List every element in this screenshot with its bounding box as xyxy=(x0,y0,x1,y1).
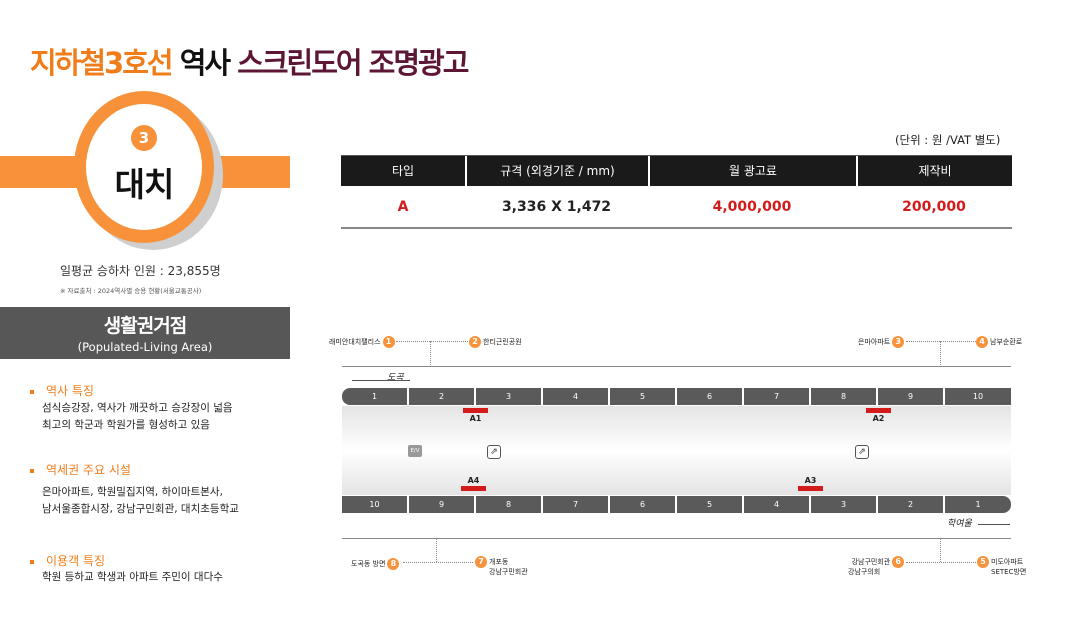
car-top-7: 7 xyxy=(744,388,809,405)
section-heading-facilities: 역세권 주요 시설 xyxy=(30,461,131,478)
section-heading-station-features: 역사 특징 xyxy=(30,382,94,399)
car-bottom-8: 8 xyxy=(476,496,541,513)
car-bottom-5: 5 xyxy=(677,496,742,513)
car-top-3: 3 xyxy=(476,388,541,405)
escalator-icon: ⇗ xyxy=(487,445,501,459)
cell-production-fee: 200,000 xyxy=(902,199,966,215)
connector xyxy=(940,538,941,562)
ad-position-a1 xyxy=(463,408,488,413)
direction-top-arrow xyxy=(352,380,410,381)
connector xyxy=(906,341,976,342)
table-header: 타입 규격 (외경기준 / mm) 월 광고료 제작비 xyxy=(341,155,1012,186)
car-bottom-4: 4 xyxy=(744,496,809,513)
ad-position-a3-label: A3 xyxy=(804,476,817,485)
ad-position-a1-label: A1 xyxy=(469,414,482,423)
car-top-8: 8 xyxy=(811,388,876,405)
car-top-5: 5 xyxy=(610,388,675,405)
title-station: 역사 xyxy=(179,46,231,80)
car-bottom-2: 2 xyxy=(878,496,943,513)
car-bottom-10: 10 xyxy=(342,496,407,513)
car-top-6: 6 xyxy=(677,388,742,405)
direction-bottom-label: 학여울 xyxy=(947,519,972,529)
car-bottom-3: 3 xyxy=(811,496,876,513)
data-source-note: ※ 자료출처 : 2024역사별 승용 현황(서울교통공사) xyxy=(60,287,202,295)
line-number-badge: 3 xyxy=(131,125,157,151)
direction-bottom-arrow xyxy=(978,524,1010,525)
car-top-4: 4 xyxy=(543,388,608,405)
elevator-icon: E/V xyxy=(408,445,422,457)
title-line: 지하철3호선 xyxy=(30,46,174,80)
connector xyxy=(396,341,468,342)
car-bottom-1: 1 xyxy=(945,496,1011,513)
connector xyxy=(906,562,976,563)
cell-type: A xyxy=(397,199,409,215)
section-heading-users: 이용객 특징 xyxy=(30,552,105,569)
connector xyxy=(403,562,473,563)
area-type-box: 생활권거점 (Populated-Living Area) xyxy=(0,307,290,359)
direction-top-label: 도곡 xyxy=(387,373,404,383)
daily-riders: 일평균 승하차 인원 : 23,855명 xyxy=(60,264,221,278)
page-title: 지하철3호선 역사 스크린도어 조명광고 xyxy=(30,40,469,82)
connector xyxy=(430,341,431,365)
ad-position-a3 xyxy=(798,486,823,491)
car-top-10: 10 xyxy=(945,388,1011,405)
header-monthly-fee: 월 광고료 xyxy=(648,156,856,186)
car-top-2: 2 xyxy=(409,388,474,405)
ad-position-a4-label: A4 xyxy=(467,476,480,485)
pricing-table: 타입 규격 (외경기준 / mm) 월 광고료 제작비 A 3,336 X 1,… xyxy=(341,155,1012,229)
car-bottom-9: 9 xyxy=(409,496,474,513)
connector xyxy=(436,538,437,562)
area-title: 생활권거점 xyxy=(103,315,187,337)
ad-position-a2-label: A2 xyxy=(872,414,885,423)
ad-position-a4 xyxy=(461,486,486,491)
title-product: 스크린도어 조명광고 xyxy=(237,46,469,80)
table-row: A 3,336 X 1,472 4,000,000 200,000 xyxy=(341,186,1012,229)
area-subtitle: (Populated-Living Area) xyxy=(77,340,213,354)
car-top-9: 9 xyxy=(878,388,943,405)
section-text-station-features: 섬식승강장, 역사가 깨끗하고 승강장이 넓음 최고의 학군과 학원가를 형성하… xyxy=(42,402,233,431)
connector xyxy=(940,341,941,365)
header-size: 규격 (외경기준 / mm) xyxy=(465,156,648,186)
section-text-users: 학원 등하교 학생과 아파트 주민이 대다수 xyxy=(42,571,223,583)
bottom-car-row: 10 9 8 7 6 5 4 3 2 1 xyxy=(342,496,1011,513)
car-top-1: 1 xyxy=(342,388,407,405)
unit-note: (단위 : 원 /VAT 별도) xyxy=(895,133,1001,147)
header-production-fee: 제작비 xyxy=(856,156,1012,186)
cell-monthly-fee: 4,000,000 xyxy=(712,199,792,215)
station-name: 대치 xyxy=(114,165,175,204)
header-type: 타입 xyxy=(391,164,415,178)
section-text-facilities: 은마아파트, 학원밀집지역, 하이마트본사, 남서울종합시장, 강남구민회관, … xyxy=(42,486,239,515)
ad-position-a2 xyxy=(866,408,891,413)
bottom-edge-line xyxy=(342,538,1011,539)
top-car-row: 1 2 3 4 5 6 7 8 9 10 xyxy=(342,388,1011,405)
platform-track xyxy=(342,406,1011,495)
car-bottom-7: 7 xyxy=(543,496,608,513)
top-edge-line xyxy=(342,366,1011,367)
car-bottom-6: 6 xyxy=(610,496,675,513)
cell-size: 3,336 X 1,472 xyxy=(501,199,612,215)
escalator-icon: ⇗ xyxy=(855,445,869,459)
